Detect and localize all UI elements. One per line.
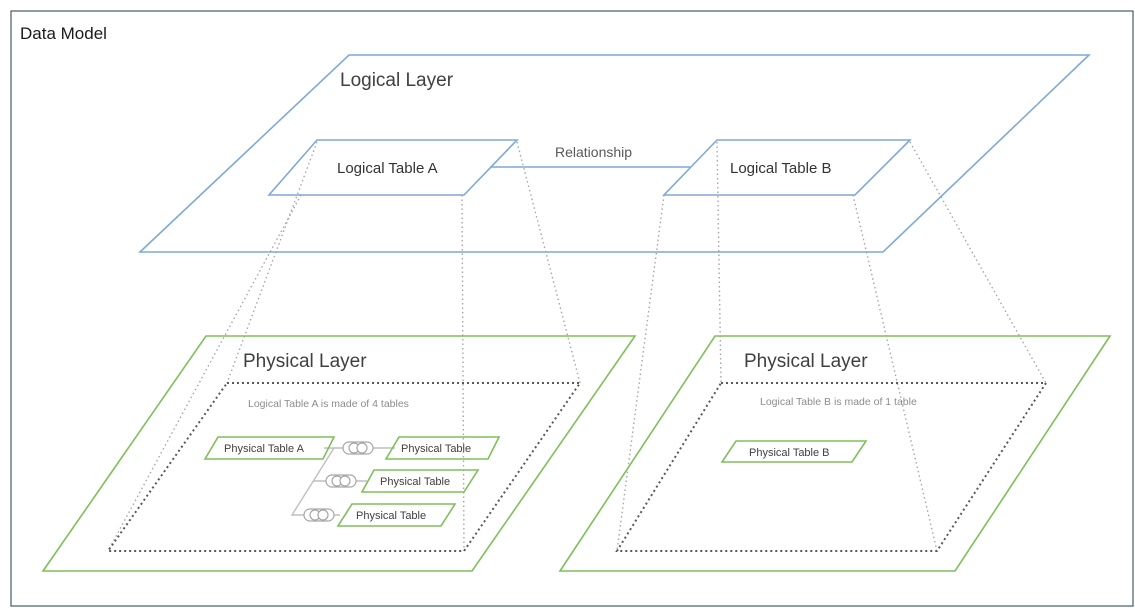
data-model-title: Data Model: [20, 24, 107, 43]
physical-table-3-label: Physical Table: [356, 510, 426, 522]
logical-table-a[interactable]: [267, 139, 519, 196]
relationship-label: Relationship: [555, 144, 632, 160]
logical-table-b-label: Logical Table B: [730, 160, 831, 177]
physical-table-2[interactable]: [360, 469, 480, 493]
join-connectors: [290, 441, 395, 522]
physical-table-a[interactable]: [203, 436, 336, 460]
logical-table-b[interactable]: [662, 139, 912, 196]
physical-table-1[interactable]: [384, 436, 501, 460]
projection-lines-b: [616, 141, 1047, 552]
data-model-frame: [10, 10, 1134, 607]
physical-layer-b-footprint: [615, 382, 1048, 552]
physical-table-2-label: Physical Table: [380, 476, 450, 488]
physical-layer-a-plane: [41, 335, 637, 572]
physical-layer-a-footprint: [106, 382, 582, 552]
physical-layer-b-plane: [558, 335, 1112, 572]
physical-table-b-label: Physical Table B: [749, 447, 830, 459]
physical-layer-b-label: Physical Layer: [744, 351, 868, 372]
logical-layer-label: Logical Layer: [340, 70, 454, 91]
logical-table-a-label: Logical Table A: [337, 160, 438, 177]
logical-layer-plane: [137, 54, 1091, 253]
physical-layer-b-note: Logical Table B is made of 1 table: [760, 396, 917, 408]
physical-table-a-label: Physical Table A: [224, 443, 305, 455]
physical-table-3[interactable]: [336, 503, 457, 527]
physical-layer-a-note: Logical Table A is made of 4 tables: [248, 398, 409, 410]
physical-table-1-label: Physical Table: [401, 443, 471, 455]
physical-table-b[interactable]: [720, 440, 868, 463]
projection-lines-a: [107, 141, 581, 552]
physical-layer-a-label: Physical Layer: [243, 351, 367, 372]
